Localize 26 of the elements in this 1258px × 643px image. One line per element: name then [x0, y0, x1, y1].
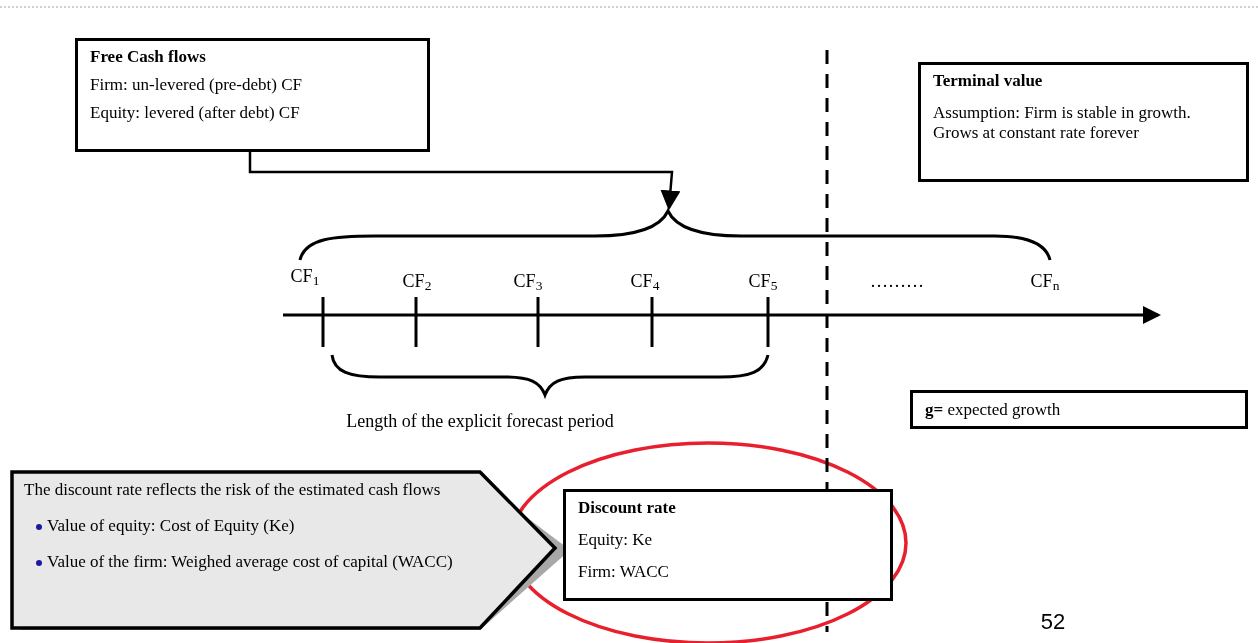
bullet-text: Value of the firm: Weighed average cost of capital (WACC) [47, 552, 453, 572]
box-text: Assumption: Firm is stable in growth. Grows at constant rate forever [933, 103, 1192, 143]
axis-label: ……… [870, 270, 924, 293]
text-box [563, 489, 893, 601]
page-number: 52 [1040, 608, 1066, 636]
arrow [248, 152, 681, 211]
box-text: g= expected growth [925, 399, 1061, 420]
axis-label: CF$_{5}$ [748, 270, 778, 295]
bullet-text: Value of equity: Cost of Equity (Ke) [47, 516, 295, 536]
axis-label: CF$_{1}$ [290, 265, 320, 290]
axis-label: CF$_{4}$ [630, 270, 660, 295]
axis-label: CF$_{2}$ [402, 270, 432, 295]
box-text: Firm: WACC [578, 562, 670, 582]
axis-label: CF$_{3}$ [513, 270, 543, 295]
box-text: Equity: levered (after debt) CF [90, 103, 301, 123]
box-heading: Discount rate [578, 498, 677, 518]
text-box [918, 62, 1249, 182]
axis-label: CF$_{n}$ [1030, 270, 1060, 295]
box-heading: Terminal value [933, 71, 1044, 91]
brace-label: Length of the explicit forecast period [346, 410, 614, 433]
text-box [910, 390, 1248, 429]
box-text: Firm: un-levered (pre-debt) CF [90, 75, 303, 95]
box-text: Equity: Ke [578, 530, 654, 550]
text-box [75, 38, 430, 152]
box-heading: Free Cash flows [90, 47, 207, 67]
callout-text: The discount rate reflects the risk of the estimated cash flows [24, 480, 442, 500]
